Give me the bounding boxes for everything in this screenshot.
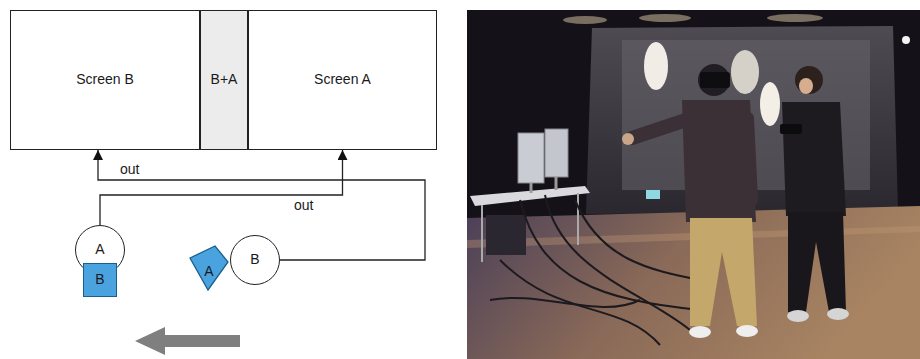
edge-label: out	[118, 162, 141, 177]
projected-shape	[760, 82, 780, 126]
equipment	[486, 215, 526, 255]
node-label: B	[250, 252, 259, 267]
node-label: B+A	[211, 72, 238, 87]
camera-shape: A	[188, 244, 230, 292]
node-label: Screen A	[314, 72, 371, 87]
screen-box: Screen B	[10, 10, 200, 150]
projector-circle: B	[230, 235, 280, 285]
cables	[490, 195, 700, 345]
person-standing	[780, 66, 849, 322]
projected-shape	[731, 50, 759, 94]
floor	[467, 206, 920, 359]
table-leg	[577, 193, 579, 245]
node-label: B	[95, 272, 104, 287]
ceiling-light	[563, 16, 607, 24]
direction-arrow	[135, 327, 240, 355]
edge-label: out	[292, 198, 315, 213]
stage-photo	[467, 10, 920, 359]
monitor	[545, 129, 568, 177]
monitor-stand	[530, 183, 533, 193]
connector	[100, 150, 343, 225]
node-label: A	[95, 242, 104, 257]
overlap-band: B+A	[200, 10, 248, 150]
table-leg	[481, 205, 483, 262]
light-spot	[902, 36, 910, 44]
monitor-stand	[555, 177, 558, 190]
light-box	[646, 190, 660, 199]
camera-square: B	[83, 263, 117, 297]
node-label: A	[204, 264, 213, 279]
monitor	[518, 133, 544, 183]
shape-outline	[190, 246, 228, 290]
photo-ground	[467, 10, 920, 359]
projected-shape	[644, 42, 668, 90]
ceiling-light	[639, 14, 691, 22]
node-label: Screen B	[76, 72, 134, 87]
ceiling-light	[767, 14, 823, 22]
person-vr	[622, 64, 758, 338]
screen-box: Screen A	[248, 10, 437, 150]
